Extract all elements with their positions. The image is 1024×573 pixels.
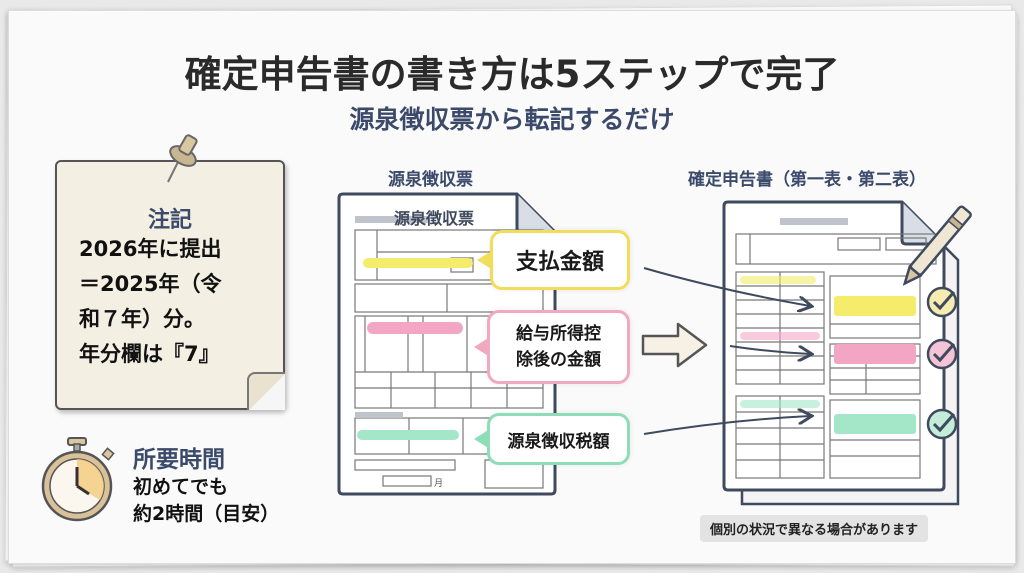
stopwatch-icon	[41, 437, 115, 522]
note-title: 注記	[147, 208, 192, 233]
sticky-note: 注記 2026年に提出 ＝2025年（令 和７年）分。 年分欄は『7』	[55, 160, 285, 410]
note-body: 2026年に提出 ＝2025年（令 和７年）分。 年分欄は『7』	[79, 237, 222, 366]
slip-inner-title: 源泉徴収票	[394, 209, 475, 228]
tax-return-label: 確定申告書（第一表・第二表）	[688, 170, 926, 190]
page-subtitle: 源泉徴収票から転記するだけ	[349, 105, 675, 134]
pushpin-icon	[167, 134, 198, 183]
connector-arrows	[643, 267, 830, 435]
transfer-arrow-icon	[641, 322, 708, 368]
disclaimer-badge: 個別の状況で異なる場合があります	[700, 515, 929, 542]
time-title: 所要時間	[133, 447, 225, 473]
callout-payment-amount: 支払金額	[477, 230, 630, 290]
pen-icon	[902, 205, 972, 286]
check-icons	[926, 286, 958, 440]
page-title: 確定申告書の書き方は5ステップで完了	[184, 53, 840, 96]
page-curl	[247, 372, 285, 410]
month-mark: 月	[434, 479, 444, 489]
time-body: 初めてでも 約2時間（目安）	[133, 476, 280, 525]
withholding-slip-label: 源泉徴収票	[388, 170, 473, 190]
callout-income-after-deduction: 給与所得控 除後の金額	[474, 310, 630, 384]
callout-withholding-tax: 源泉徴収税額	[474, 413, 630, 465]
